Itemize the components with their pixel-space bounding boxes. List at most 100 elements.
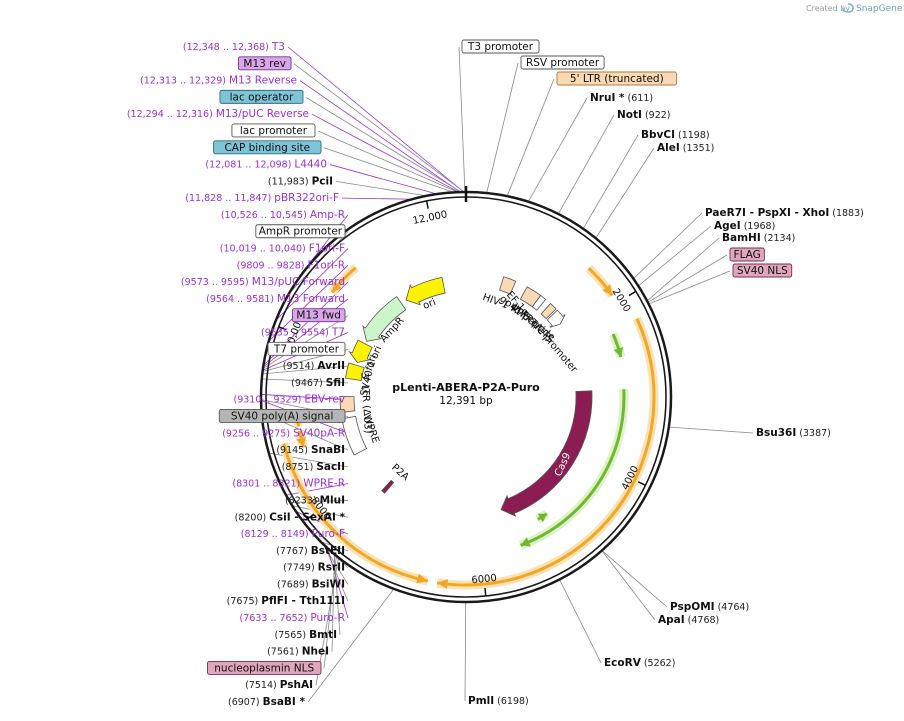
- label-pbr322ori-f[interactable]: (11,828 .. 11,847) pBR322ori-F: [185, 192, 339, 204]
- label-rsrii[interactable]: (7749) RsrII: [283, 562, 345, 574]
- site-position: (7565): [275, 630, 310, 641]
- label-5-ltr-truncated[interactable]: 5' LTR (truncated): [556, 71, 678, 86]
- tick-mark: [278, 326, 287, 331]
- tick-label: 6000: [471, 573, 497, 586]
- label-leader-lines: [259, 46, 754, 703]
- site-label: NotI (922): [617, 109, 671, 121]
- label-alei[interactable]: AleI (1351): [657, 142, 714, 154]
- label-sfii[interactable]: (9467) SfiI: [291, 377, 345, 389]
- label-sv40-nls[interactable]: SV40 NLS: [732, 263, 793, 278]
- leader-line: [558, 114, 615, 214]
- label-wpre-r[interactable]: (8301 .. 8321) WPRE-R: [232, 478, 345, 490]
- label-pcii[interactable]: (11,983) PciI: [268, 175, 333, 187]
- created-by-text: Created by: [806, 4, 850, 13]
- label-mlui[interactable]: (8233) MluI: [285, 494, 345, 506]
- site-name: BamHI: [722, 232, 761, 244]
- label-m13-puc-forward[interactable]: (9573 .. 9595) M13/pUC Forward: [181, 276, 345, 288]
- label-pflfi[interactable]: (7675) PflFI - Tth111I: [227, 595, 345, 607]
- label-bamhi[interactable]: BamHI (2134): [722, 232, 795, 244]
- label-box-text: AmpR promoter: [259, 226, 343, 238]
- leader-line: [299, 80, 459, 192]
- label-pmli[interactable]: PmlI (6198): [468, 695, 529, 707]
- site-name: NruI *: [590, 92, 625, 104]
- label-bsu36i[interactable]: Bsu36I (3387): [756, 427, 831, 439]
- label-t7[interactable]: (9535 .. 9554) T7: [261, 327, 345, 339]
- feature-cas9[interactable]: Cas9: [500, 390, 593, 517]
- label-f1ori-r[interactable]: (9809 .. 9828) F1ori-R: [237, 259, 345, 271]
- site-label: (11,983) PciI: [268, 175, 333, 187]
- feature-shape: [362, 296, 407, 342]
- feature-shape: [546, 309, 566, 328]
- label-ecorv[interactable]: EcoRV (5262): [604, 657, 675, 669]
- label-bsabi[interactable]: (6907) BsaBI *: [228, 696, 306, 708]
- label-m13-fwd[interactable]: M13 fwd: [291, 308, 346, 323]
- primer-label: (12,081 .. 12,098) L4440: [205, 159, 327, 171]
- tick-mark: [637, 481, 646, 487]
- label-m13-puc-reverse[interactable]: (12,294 .. 12,316) M13/pUC Reverse: [127, 108, 309, 120]
- label-sv40-poly-a-signal[interactable]: SV40 poly(A) signal: [218, 409, 346, 423]
- label-t7-promoter[interactable]: T7 promoter: [267, 341, 346, 356]
- label-pspomi[interactable]: PspOMI (4764): [670, 601, 749, 613]
- label-snabi[interactable]: (9145) SnaBI: [276, 444, 345, 456]
- site-name: AgeI: [714, 220, 741, 232]
- primer-range: (9310 .. 9329): [233, 395, 304, 406]
- feature-shape: [345, 362, 365, 382]
- label-csii[interactable]: (8200) CsiI - SexAI *: [235, 511, 346, 523]
- primer-range: (9809 .. 9828): [237, 260, 308, 271]
- primer-name: L4440: [294, 159, 327, 171]
- label-bbvci[interactable]: BbvCI (1198): [641, 129, 710, 141]
- label-pshai[interactable]: (7514) PshAI: [245, 679, 313, 691]
- label-l4440[interactable]: (12,081 .. 12,098) L4440: [205, 159, 327, 171]
- site-name: AvrII: [317, 360, 345, 372]
- orf-arrowhead: [437, 579, 448, 590]
- feature-shape: [341, 415, 368, 456]
- leader-line: [633, 212, 703, 279]
- label-noti[interactable]: NotI (922): [617, 109, 671, 121]
- site-name: PaeR7I: [705, 207, 746, 219]
- label-flag[interactable]: FLAG: [729, 247, 765, 262]
- label-bsteii[interactable]: (7767) BstEII: [276, 545, 345, 557]
- primer-label: (9256 .. 9275) SV40pA-R: [222, 427, 345, 439]
- label-bmti[interactable]: (7565) BmtI: [275, 629, 337, 641]
- site-position: (4768): [685, 615, 720, 626]
- label-apai[interactable]: ApaI (4768): [658, 614, 719, 626]
- feature-ori[interactable]: ori: [405, 276, 446, 312]
- site-label: (8751) SacII: [282, 461, 345, 473]
- label-m13-forward[interactable]: (9564 .. 9581) M13 Forward: [206, 293, 345, 305]
- label-m13-rev[interactable]: M13 rev: [237, 56, 292, 71]
- label-puro-r[interactable]: (7633 .. 7652) Puro-R: [240, 612, 345, 624]
- label-nhei[interactable]: (7561) NheI: [267, 646, 329, 658]
- label-bsiwi[interactable]: (7689) BsiWI: [277, 578, 345, 590]
- label-t3-promoter[interactable]: T3 promoter: [461, 39, 540, 54]
- feature-p2a[interactable]: P2A: [381, 462, 411, 494]
- feature-3-ltr-u3[interactable]: 3' LTR (ΔU3): [339, 372, 373, 434]
- label-t3[interactable]: (12,348 .. 12,368) T3: [183, 41, 285, 53]
- label-agei[interactable]: AgeI (1968): [714, 220, 775, 232]
- label-rsv-promoter[interactable]: RSV promoter: [520, 55, 605, 70]
- site-name: PshAI: [280, 679, 313, 691]
- label-lac-promoter[interactable]: lac promoter: [231, 123, 316, 138]
- label-puro-f[interactable]: (8129 .. 8149) Puro-F: [241, 528, 345, 540]
- label-cap-binding-site[interactable]: CAP binding site: [213, 140, 322, 155]
- feature-ampr[interactable]: AmpR: [362, 296, 407, 345]
- label-sacii[interactable]: (8751) SacII: [282, 461, 345, 473]
- leader-line: [341, 197, 409, 200]
- orf-arc: [436, 317, 656, 587]
- label-amp-r[interactable]: (10,526 .. 10,545) Amp-R: [221, 209, 345, 221]
- feature-shape: [348, 339, 373, 363]
- leader-line: [267, 452, 349, 468]
- label-lac-operator[interactable]: lac operator: [219, 89, 304, 104]
- label-paer7i[interactable]: PaeR7I - PspXI - XhoI (1883): [705, 207, 864, 219]
- label-m13-reverse[interactable]: (12,313 .. 12,329) M13 Reverse: [140, 75, 297, 87]
- label-ampr-promoter[interactable]: AmpR promoter: [255, 224, 346, 239]
- orf-arrowhead: [537, 513, 547, 523]
- label-f1ori-f[interactable]: (10,019 .. 10,040) F1ori-F: [220, 243, 345, 255]
- label-nrui[interactable]: NruI * (611): [590, 92, 653, 104]
- label-sv40pa-r[interactable]: (9256 .. 9275) SV40pA-R: [222, 427, 345, 439]
- label-box: [231, 123, 316, 138]
- site-position: (1198): [675, 130, 710, 141]
- label-avrii[interactable]: (9514) AvrII: [283, 360, 345, 372]
- label-nucleoplasmin-nls[interactable]: nucleoplasmin NLS: [207, 660, 322, 675]
- label-ebv-rev[interactable]: (9310 .. 9329) EBV-rev: [233, 394, 345, 406]
- site-position: (611): [625, 93, 654, 104]
